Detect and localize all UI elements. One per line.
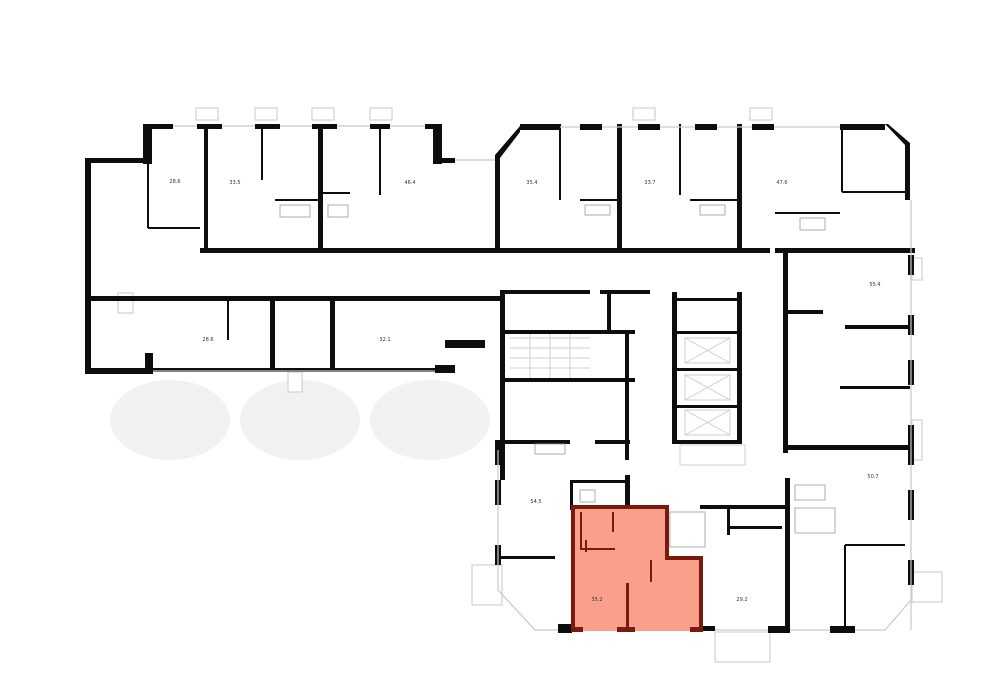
highlighted-unit-walls — [571, 505, 703, 632]
balcony-planters — [117, 107, 943, 663]
unit-32-1[interactable] — [275, 300, 440, 372]
area-label-54-5: 54.5 — [530, 499, 542, 505]
watermark — [110, 380, 490, 460]
area-label-47-6: 47.6 — [776, 180, 788, 186]
unit-33-7[interactable] — [622, 128, 740, 250]
area-label-50-7: 50.7 — [867, 474, 879, 480]
south-walls — [495, 440, 912, 633]
area-label-35-4: 35.4 — [526, 180, 538, 186]
unit-28-6-south[interactable] — [90, 300, 275, 372]
unit-35-4[interactable] — [500, 128, 620, 250]
west-wing-walls — [85, 124, 500, 374]
unit-29-2[interactable] — [703, 509, 785, 631]
east-wing-walls — [495, 124, 915, 633]
unit-54-5[interactable] — [502, 444, 570, 630]
area-label-33-5: 33.5 — [229, 180, 241, 186]
area-label-32-1: 32.1 — [379, 337, 391, 343]
area-label-35-2-highlighted: 35.2 — [591, 597, 603, 603]
unit-47-6[interactable] — [742, 128, 910, 250]
windows — [153, 125, 495, 372]
unit-35-2-highlighted[interactable] — [572, 505, 702, 632]
area-label-28-6b: 28.6 — [202, 337, 214, 343]
unit-55-4[interactable] — [788, 255, 908, 445]
area-label-46-4: 46.4 — [404, 180, 416, 186]
area-label-33-7: 33.7 — [644, 180, 656, 186]
area-label-28-6: 28.6 — [169, 179, 181, 185]
unit-28-6[interactable] — [148, 130, 206, 250]
area-label-55-4: 55.4 — [869, 282, 881, 288]
area-label-29-2: 29.2 — [736, 597, 748, 603]
highlighted-unit-fill — [573, 506, 702, 631]
unit-50-7[interactable] — [790, 450, 908, 630]
unit-46-4[interactable] — [323, 128, 435, 250]
unit-33-5[interactable] — [208, 128, 320, 250]
core — [500, 290, 746, 480]
